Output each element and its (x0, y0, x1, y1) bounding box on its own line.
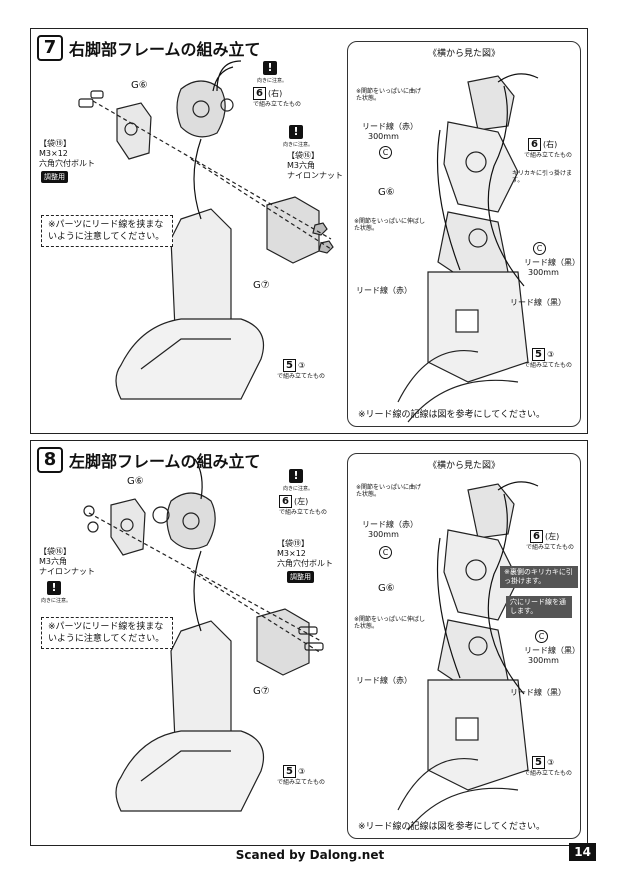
step7-side-black-wire-2: リード線（黒） (510, 298, 566, 307)
step8-part6-caption: で組み立てたもの (279, 509, 328, 516)
scan-credit: Scaned by Dalong.net (235, 848, 385, 862)
step8-side-drawing (397, 481, 539, 831)
step7-side-part6-caption: で組み立てたもの (524, 152, 573, 159)
step7-side-c-mark: C (378, 146, 392, 159)
step7-side-black-wire: リード線（黒） (524, 258, 580, 267)
step8-side-black-length: 300mm (528, 656, 559, 665)
page-number: 14 (569, 843, 596, 861)
step7-warning-caption: 向きに注意。 (257, 78, 288, 84)
step7-label-g6: G⑥ (131, 80, 148, 91)
step8-nut-name: M3六角 (39, 557, 67, 566)
step8-header: 8 左脚部フレームの組み立て (37, 447, 261, 473)
step7-side-red-wire-2: リード線（赤） (356, 286, 412, 295)
step8-side-part5-caption: で組み立てたもの (524, 770, 573, 777)
step8-side-part6: 6(左) (530, 530, 559, 543)
step8-label-g7: G⑦ (253, 686, 270, 697)
step7-label-g7: G⑦ (253, 280, 270, 291)
step8-adjust-badge: 調整用 (287, 571, 314, 583)
step7-side-view: 《横から見た図》 ※関節をいっぱいに曲げた状態。 リード線（赤） 300mm (347, 41, 581, 427)
step8-side-black-wire: リード線（黒） (524, 646, 580, 655)
step8-side-joint-bent: ※関節をいっぱいに曲げた状態。 (356, 484, 422, 498)
step8-side-c-mark-2: C (534, 630, 548, 643)
step8-frame: 8 左脚部フレームの組み立て (30, 440, 588, 846)
step7-part5-caption: で組み立てたもの (277, 373, 326, 380)
step8-number: 8 (37, 447, 63, 473)
step7-side-notch: キリカキに引っ掛けます。 (512, 170, 573, 184)
step7-side-title: 《横から見た図》 (427, 49, 500, 59)
step7-side-joint-extended: ※関節をいっぱいに伸ばした状態。 (354, 218, 426, 232)
step8-part6-ref: 6(左) (279, 495, 308, 508)
step7-side-c-mark-2: C (532, 242, 546, 255)
step7-side-note: ※リード線の記線は図を参考にしてください。 (358, 410, 546, 420)
step8-side-red-wire: リード線（赤） (362, 520, 418, 529)
step8-title: 左脚部フレームの組み立て (69, 452, 261, 471)
step8-side-note: ※リード線の記線は図を参考にしてください。 (358, 822, 546, 832)
step8-side-title: 《横から見た図》 (427, 461, 500, 471)
step8-note: ※パーツにリード線を挟まないように注意してください。 (41, 617, 173, 649)
step7-side-red-wire: リード線（赤） (362, 122, 418, 131)
step7-adjust-badge: 調整用 (41, 171, 68, 183)
step7-assembly-drawing (78, 60, 334, 400)
step8-nut-name-2: ナイロンナット (39, 567, 95, 576)
step8-part5-caption: で組み立てたもの (277, 779, 326, 786)
step7-note: ※パーツにリード線を挟まないように注意してください。 (41, 215, 173, 247)
step7-side-red-length: 300mm (368, 132, 399, 141)
step8-bolt-name: 六角穴付ボルト (277, 559, 333, 568)
step7-title: 右脚部フレームの組み立て (69, 40, 261, 59)
step8-side-black-wire-2: リード線（黒） (510, 688, 566, 697)
step8-warning-icon: ! (289, 469, 303, 483)
step8-side-back-notch: ※裏側のキリカキに引っ掛けます。 (500, 566, 578, 588)
step7-warning-caption-2: 向きに注意。 (283, 142, 314, 148)
step7-header: 7 右脚部フレームの組み立て (37, 35, 261, 61)
step8-warning-icon-2: ! (47, 581, 61, 595)
step7-side-part6: 6(右) (528, 138, 557, 151)
step7-part6-caption: で組み立てたもの (253, 101, 302, 108)
step7-side-g6: G⑥ (378, 187, 395, 198)
step7-nut-name-2: ナイロンナット (287, 171, 343, 180)
step8-side-c-mark: C (378, 546, 392, 559)
step8-bolt-size: M3×12 (277, 549, 306, 558)
step7-side-black-length: 300mm (528, 268, 559, 277)
step8-bolt-bag: 【袋⑲】 (277, 539, 309, 548)
step8-warning-caption: 向きに注意。 (283, 486, 314, 492)
step8-assembly-drawing (83, 458, 324, 812)
step8-label-g6: G⑥ (127, 476, 144, 487)
step8-nut-bag: 【袋⑯】 (39, 547, 71, 556)
step8-side-g6: G⑥ (378, 583, 395, 594)
step7-warning-icon-2: ! (289, 125, 303, 139)
step8-side-red-length: 300mm (368, 530, 399, 539)
step7-warning-icon: ! (263, 61, 277, 75)
step8-side-joint-extended: ※関節をいっぱいに伸ばした状態。 (354, 616, 426, 630)
step7-side-joint-bent: ※関節をいっぱいに曲げた状態。 (356, 88, 422, 102)
step8-side-through-hole: 穴にリード線を通します。 (506, 596, 572, 618)
step8-side-view: 《横から見た図》 ※関節をいっぱいに曲げた状態。 リード線（赤） 300mm (347, 453, 581, 839)
step7-part6-ref: 6(右) (253, 87, 282, 100)
step7-frame: 7 右脚部フレームの組み立て (30, 28, 588, 434)
step8-warning-caption-2: 向きに注意。 (41, 598, 72, 604)
step7-side-part5-caption: で組み立てたもの (524, 362, 573, 369)
step8-side-part6-caption: で組み立てたもの (526, 544, 575, 551)
step7-nut-name: M3六角 (287, 161, 315, 170)
step7-number: 7 (37, 35, 63, 61)
step7-bolt-name: 六角穴付ボルト (39, 159, 95, 168)
step7-bolt-size: M3×12 (39, 149, 68, 158)
step7-side-drawing (397, 73, 539, 423)
step7-bolt-bag: 【袋⑲】 (39, 139, 71, 148)
step8-side-red-wire-2: リード線（赤） (356, 676, 412, 685)
step7-nut-bag: 【袋⑯】 (287, 151, 319, 160)
